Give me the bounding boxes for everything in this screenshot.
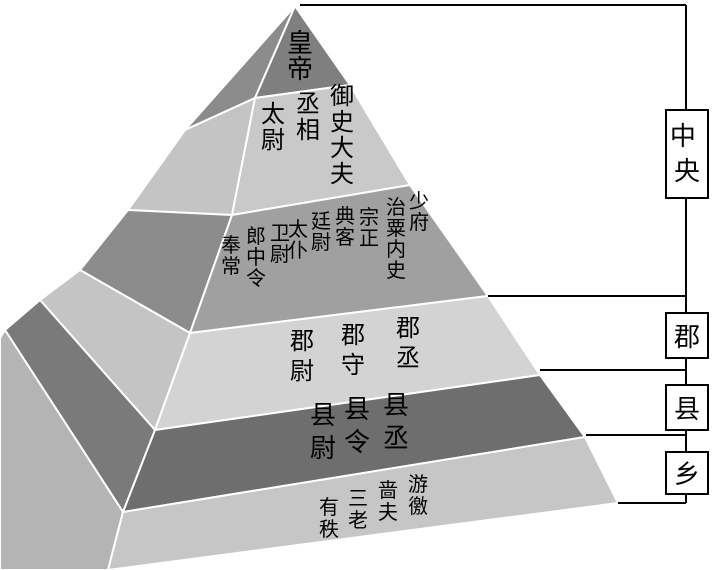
tier-texts: 皇帝太尉丞相御史大夫奉常郎中令卫尉太仆廷尉典客宗正治粟内史少府郡尉郡守郡丞县尉县… xyxy=(221,29,429,541)
office-township-2: 啬夫 xyxy=(378,478,398,524)
pyramid-front-face xyxy=(106,3,620,570)
office-three-lords-2: 御史大夫 xyxy=(330,82,354,188)
level-box-county: 县 xyxy=(665,384,709,431)
office-commandery-0: 郡尉 xyxy=(290,327,314,385)
office-county-0: 县尉 xyxy=(310,401,336,464)
office-township-3: 游徼 xyxy=(408,472,428,518)
office-nine-ministers-7: 治粟内史 xyxy=(386,195,406,282)
office-nine-ministers-4: 廷尉 xyxy=(311,209,331,254)
office-nine-ministers-3: 太仆 xyxy=(288,217,308,262)
office-three-lords-1: 丞相 xyxy=(296,90,320,144)
office-nine-ministers-1: 郎中令 xyxy=(246,224,266,290)
pyramid-left-face xyxy=(0,5,296,570)
office-commandery-1: 郡守 xyxy=(341,321,365,379)
office-township-0: 有秩 xyxy=(319,495,339,541)
office-township-1: 三老 xyxy=(348,486,368,532)
office-nine-ministers-2: 卫尉 xyxy=(270,221,290,266)
level-box-township: 乡 xyxy=(665,451,709,495)
office-three-lords-0: 太尉 xyxy=(261,100,285,154)
level-label-commandery: 郡 xyxy=(674,323,700,353)
level-box-commandery: 郡 xyxy=(665,312,709,359)
office-nine-ministers-6: 宗正 xyxy=(359,205,379,250)
level-label-township: 乡 xyxy=(674,460,700,490)
level-label-central: 中 央 xyxy=(670,122,704,187)
level-label-county: 县 xyxy=(674,395,700,425)
office-county-1: 县令 xyxy=(344,395,370,458)
office-nine-ministers-5: 典客 xyxy=(335,204,355,249)
level-connectors xyxy=(300,4,687,504)
office-nine-ministers-0: 奉常 xyxy=(221,233,241,278)
office-commandery-2: 郡丞 xyxy=(396,314,420,372)
office-emperor-0: 皇帝 xyxy=(287,29,313,85)
office-county-2: 县丞 xyxy=(383,391,409,454)
office-nine-ministers-8: 少府 xyxy=(409,189,429,234)
level-box-central: 中 央 xyxy=(665,109,709,199)
